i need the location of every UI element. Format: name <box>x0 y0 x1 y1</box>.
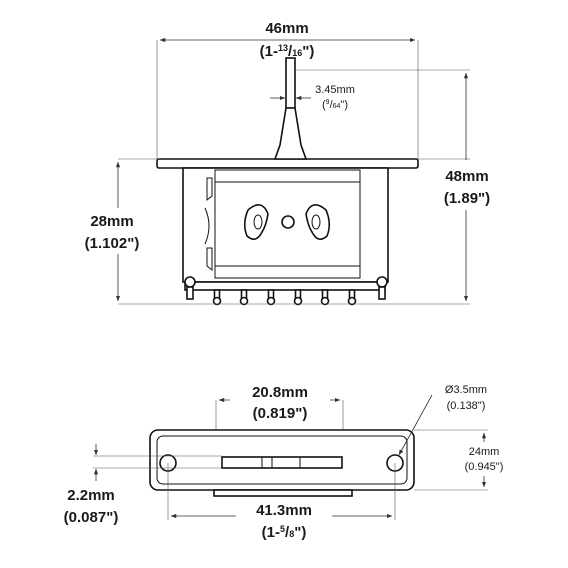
hole-inch-label: (0.138") <box>447 400 486 412</box>
contact-window <box>243 204 331 240</box>
lever-shaft <box>285 57 296 109</box>
offset-mm-label: 2.2mm <box>67 487 115 504</box>
solder-pins <box>186 286 386 306</box>
hole-span-mm-label: 41.3mm <box>256 502 312 519</box>
solder-pin <box>347 289 357 306</box>
solder-pin <box>320 289 330 306</box>
solder-pin <box>239 289 249 306</box>
mounting-plate <box>156 158 419 169</box>
corner-tab <box>186 286 194 300</box>
offset-inch-label: (0.087") <box>64 509 119 526</box>
switch-body-inner <box>214 169 361 279</box>
lever-slot <box>221 456 343 469</box>
hole-mm-label: Ø3.5mm <box>445 384 487 396</box>
body-height-mm-label: 28mm <box>90 213 133 230</box>
lever-mm-label: 3.45mm <box>315 84 355 96</box>
width-inch-label: (1-13/16") <box>260 43 315 60</box>
hole-span-inch-label: (1-5/8") <box>262 524 307 541</box>
body-height-inch-label: (1.102") <box>85 235 140 252</box>
total-height-inch-label: (1.89") <box>444 190 490 207</box>
bottom-view: 20.8mm (0.819") Ø3.5mm (0.138") 24mm (0.… <box>64 383 516 544</box>
width-mm-label: 46mm <box>265 20 308 37</box>
lever-inch-label: (9/64") <box>322 99 348 111</box>
solder-pin <box>293 289 303 306</box>
top-view: 46mm (1-13/16") 3.45mm (9/64") 28mm (1.1… <box>80 20 502 306</box>
solder-pin <box>266 289 276 306</box>
plate-height-mm-label: 24mm <box>469 446 500 458</box>
corner-tab <box>378 286 386 300</box>
plate-height-inch-label: (0.945") <box>465 461 504 473</box>
slot-inch-label: (0.819") <box>253 405 308 422</box>
lever-base <box>273 107 308 160</box>
solder-pin <box>212 289 222 306</box>
slot-mm-label: 20.8mm <box>252 384 308 401</box>
total-height-mm-label: 48mm <box>445 168 488 185</box>
